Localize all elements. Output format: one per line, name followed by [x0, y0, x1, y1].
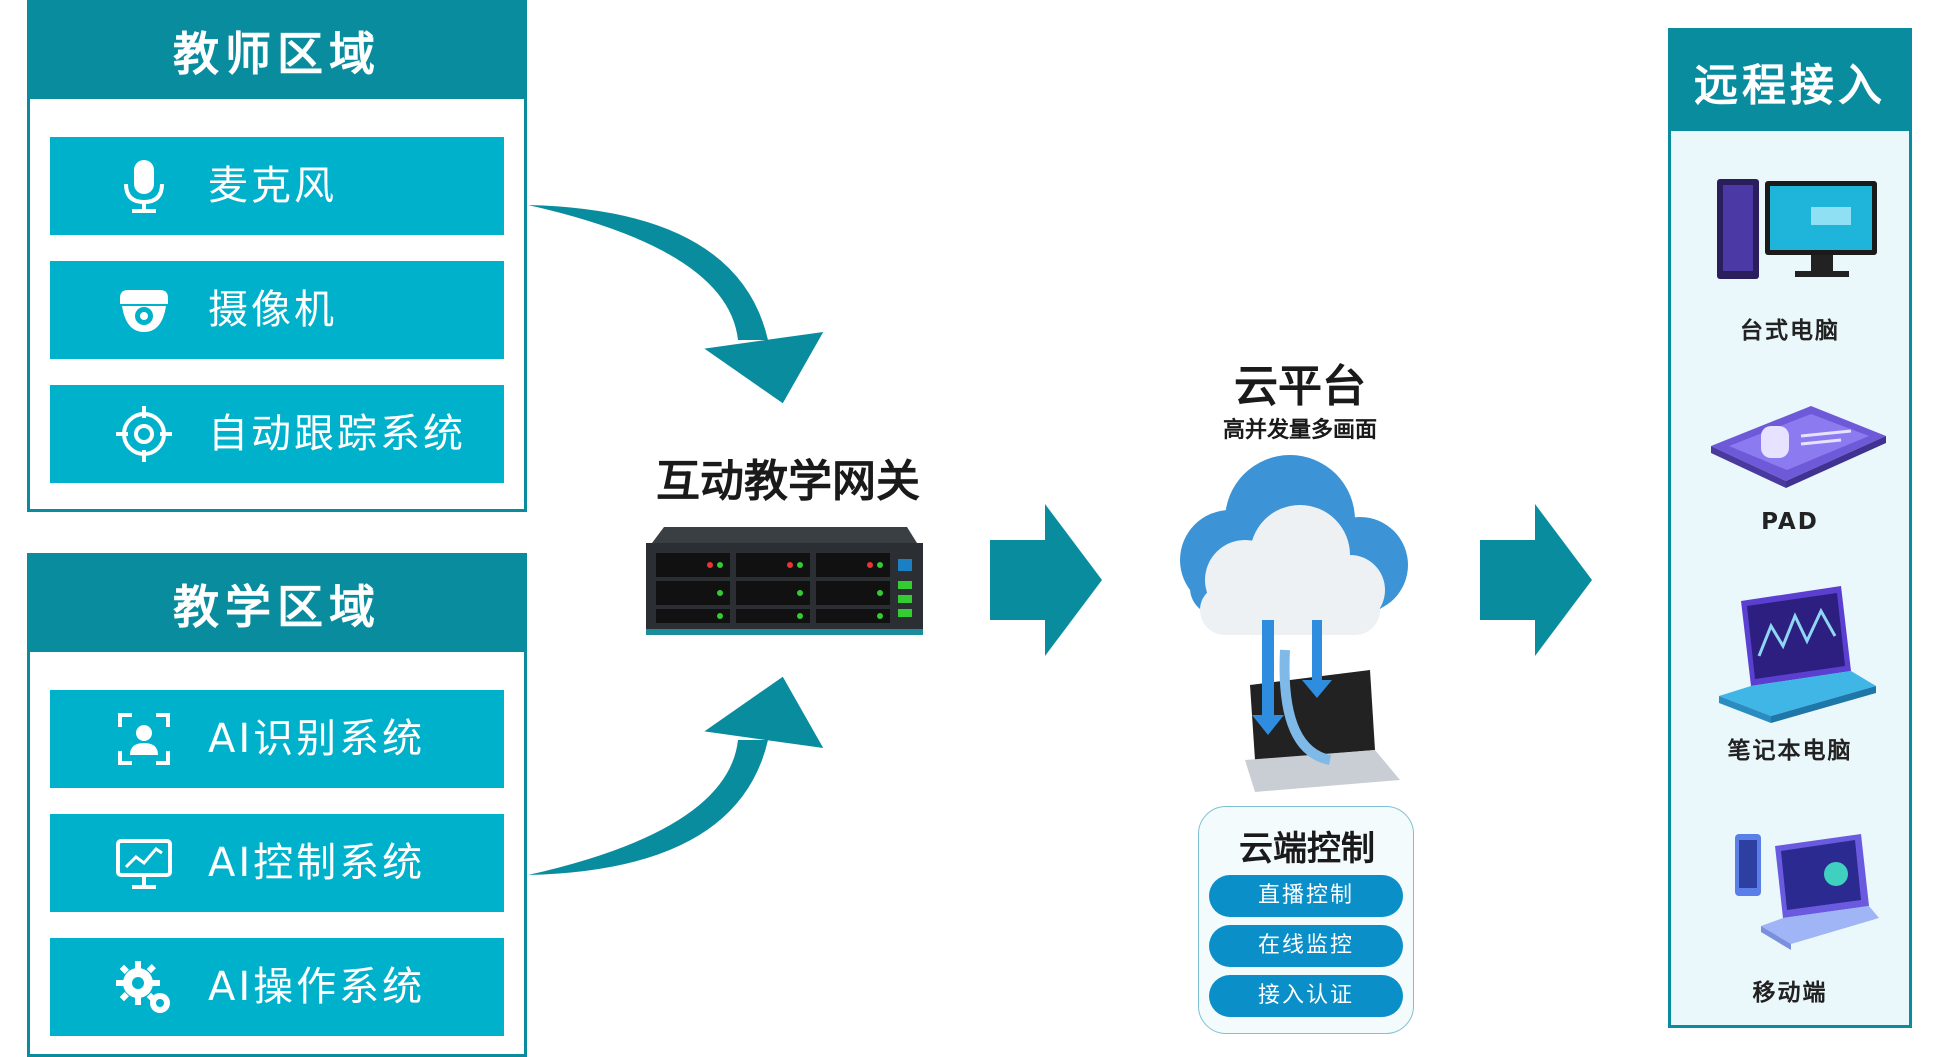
teaching-item-label: AI识别系统	[208, 716, 426, 762]
control-live-button[interactable]: 直播控制	[1209, 875, 1403, 917]
curved-arrow-top	[528, 205, 824, 404]
cloud-subtitle: 高并发量多画面	[1222, 418, 1377, 443]
teaching-zone-panel: 教学区域 AI识别系统 AI控制系统	[27, 553, 527, 1057]
teacher-item-tracking: 自动跟踪系统	[50, 385, 504, 483]
remote-access-title: 远程接入	[1671, 31, 1909, 131]
device-label: 台式电脑	[1740, 318, 1840, 344]
remote-access-panel: 远程接入 台式电脑 PAD 笔记本电脑 移动端	[1668, 28, 1912, 1028]
teaching-item-recognition: AI识别系统	[50, 690, 504, 788]
teaching-item-label: AI控制系统	[208, 840, 426, 886]
mobile-devices-icon	[1735, 834, 1879, 950]
cloud-title: 云平台	[1234, 361, 1366, 412]
cloud-control-box: 云端控制 直播控制 在线监控 接入认证	[1198, 806, 1414, 1034]
curved-arrow-bottom	[528, 676, 824, 875]
device-label: PAD	[1761, 509, 1819, 535]
face-recognition-icon	[118, 713, 170, 765]
desktop-pc-icon	[1717, 179, 1877, 279]
laptop-icon	[1719, 586, 1876, 723]
teacher-item-camera: 摄像机	[50, 261, 504, 359]
device-label: 移动端	[1752, 980, 1828, 1006]
microphone-icon	[124, 160, 164, 213]
teacher-item-label: 麦克风	[208, 163, 337, 209]
teaching-item-control: AI控制系统	[50, 814, 504, 912]
cloud-control-title: 云端控制	[1239, 829, 1375, 869]
teacher-zone-title: 教师区域	[30, 3, 524, 99]
teacher-zone-panel: 教师区域 麦克风 摄像机 自动跟踪系统	[27, 0, 527, 512]
teacher-item-label: 摄像机	[208, 287, 337, 333]
server-icon	[646, 527, 923, 635]
control-auth-button[interactable]: 接入认证	[1209, 975, 1403, 1017]
monitor-chart-icon	[116, 839, 172, 889]
gateway-title: 互动教学网关	[656, 456, 920, 507]
camera-icon	[120, 290, 168, 332]
teaching-zone-title: 教学区域	[30, 556, 524, 652]
teaching-item-label: AI操作系统	[208, 964, 426, 1010]
arrow-gateway-to-cloud	[990, 504, 1102, 656]
device-label: 笔记本电脑	[1727, 738, 1853, 764]
teacher-item-label: 自动跟踪系统	[208, 411, 466, 457]
arrow-cloud-to-remote	[1480, 504, 1592, 656]
tablet-icon	[1711, 406, 1886, 488]
teacher-item-microphone: 麦克风	[50, 137, 504, 235]
target-icon	[116, 406, 172, 462]
gears-icon	[116, 961, 170, 1013]
teaching-item-operation: AI操作系统	[50, 938, 504, 1036]
cloud-icon	[1180, 455, 1408, 792]
control-monitor-button[interactable]: 在线监控	[1209, 925, 1403, 967]
